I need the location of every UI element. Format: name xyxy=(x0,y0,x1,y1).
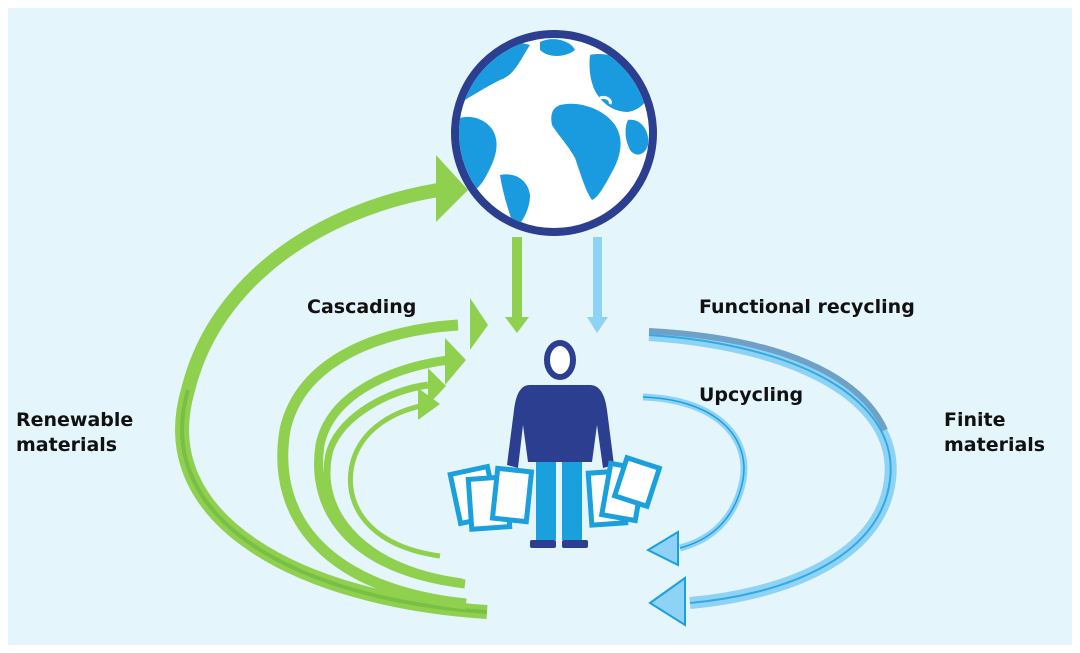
renewable-label-line2: materials xyxy=(16,434,118,456)
green-down-arrow xyxy=(505,237,529,333)
shopper-icon xyxy=(447,340,663,548)
blue-down-arrow xyxy=(587,237,608,333)
upcycling-label: Upcycling xyxy=(699,384,804,406)
cascading-arrow-2 xyxy=(314,338,466,589)
globe-icon xyxy=(451,30,657,236)
cascading-arrow-3 xyxy=(323,368,463,586)
renewable-materials-arrow xyxy=(175,155,488,619)
cascading-arrow-1 xyxy=(277,298,488,610)
renewable-materials-label: Renewable materials xyxy=(16,408,156,458)
finite-label-line1: Finite xyxy=(944,409,1006,431)
functional-recycling-arrow xyxy=(648,328,897,627)
renewable-label-line1: Renewable xyxy=(16,409,134,431)
cascading-arrow-4 xyxy=(347,388,441,559)
upcycling-arrow xyxy=(642,393,748,567)
cascading-label: Cascading xyxy=(307,296,417,318)
functional-recycling-label: Functional recycling xyxy=(699,296,915,318)
finite-materials-label: Finite materials xyxy=(944,408,1064,458)
finite-label-line2: materials xyxy=(944,434,1046,456)
